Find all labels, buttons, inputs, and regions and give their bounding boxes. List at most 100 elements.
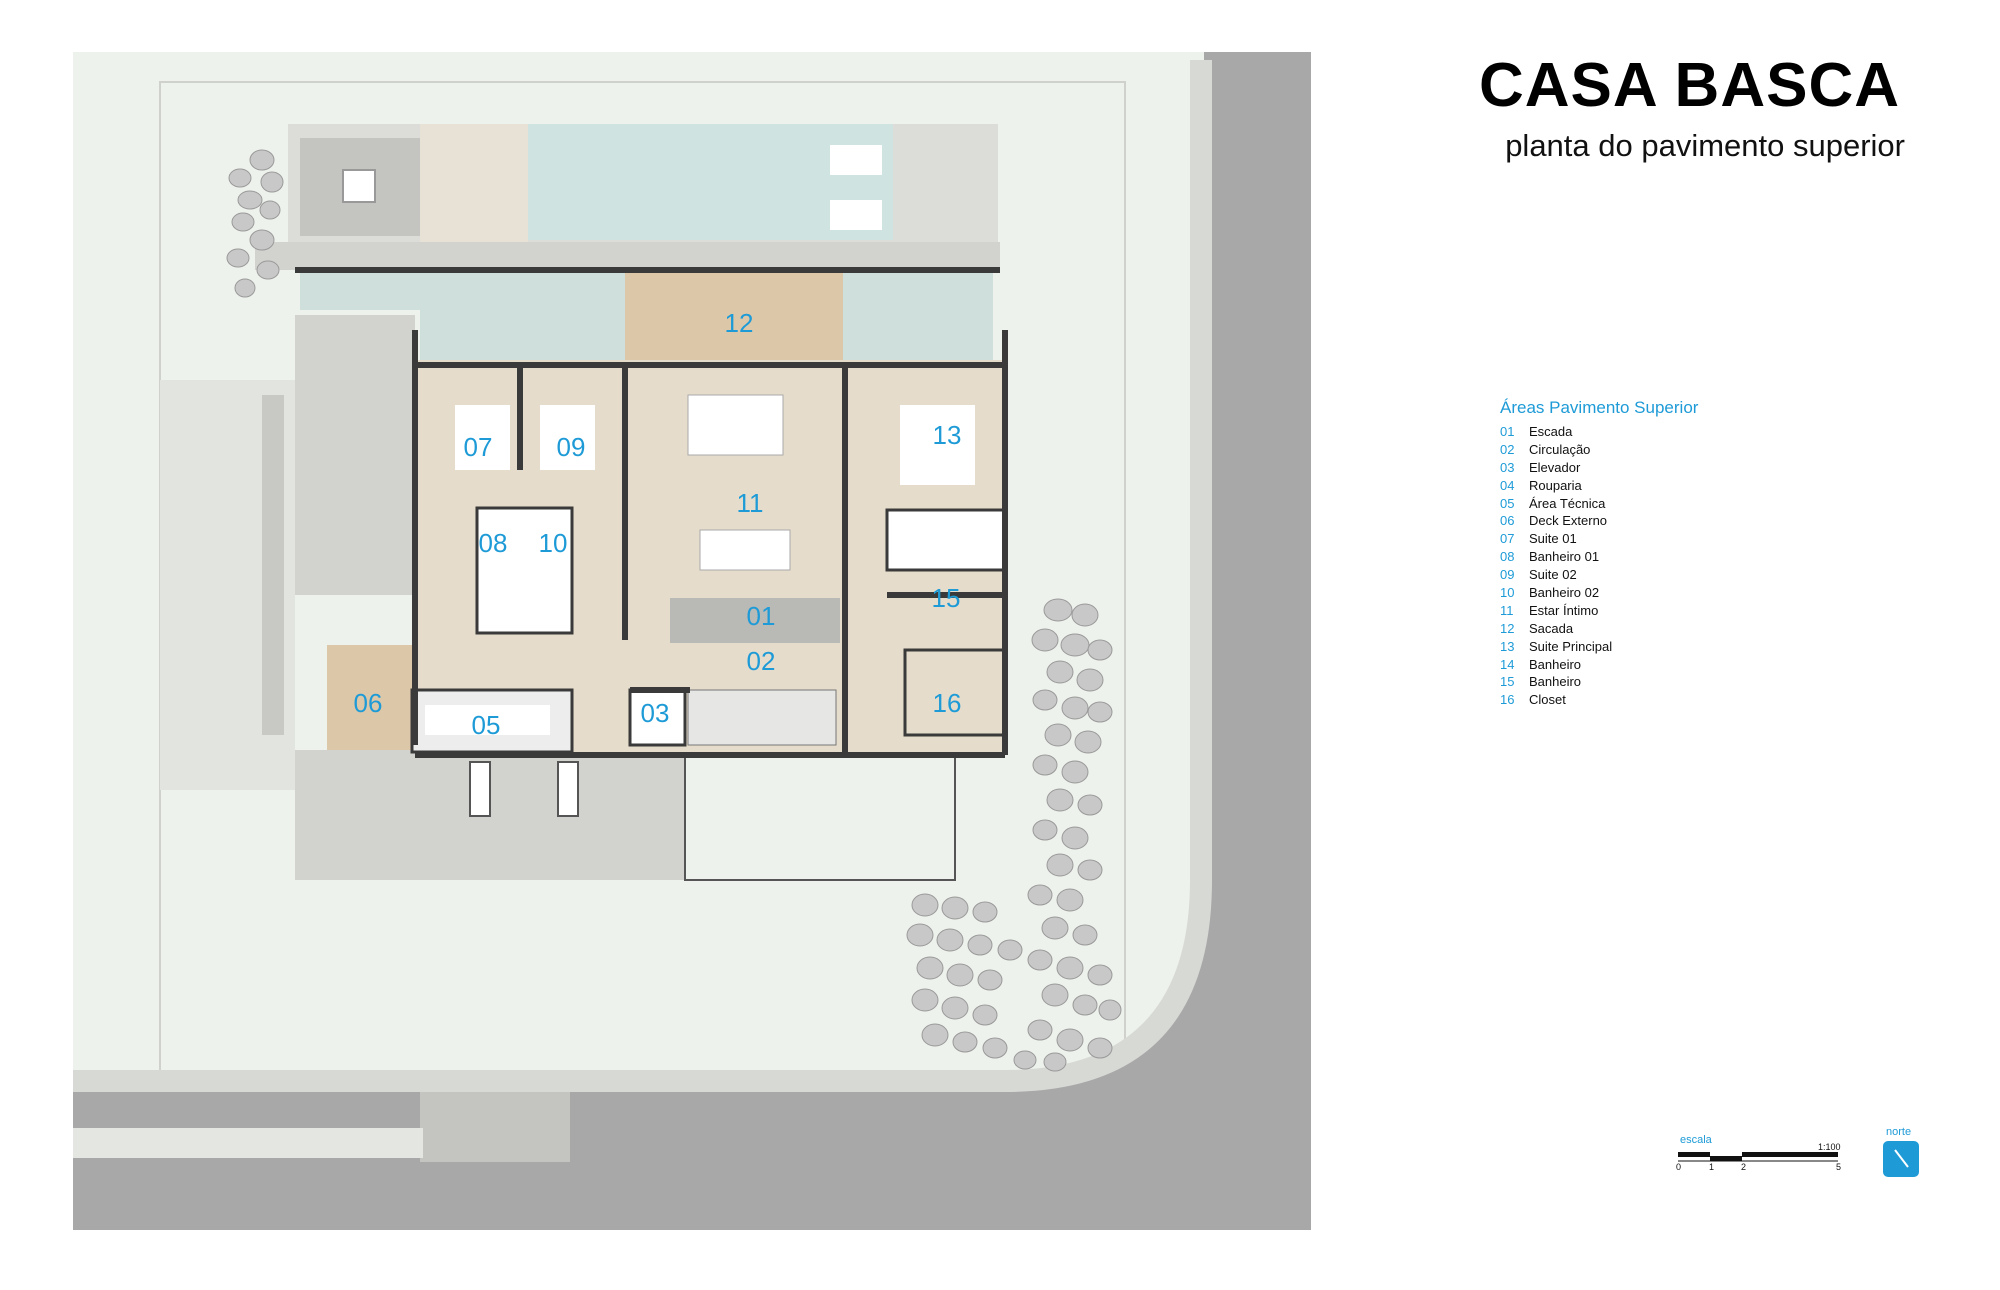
legend-item: 11 Estar Íntimo: [1500, 602, 1830, 620]
legend-item: 14 Banheiro: [1500, 656, 1830, 674]
room-label: 10: [539, 528, 568, 558]
legend-label: Banheiro 02: [1529, 585, 1600, 601]
legend-item: 13 Suite Principal: [1500, 638, 1830, 656]
legend-label: Closet: [1529, 692, 1566, 708]
legend-number: 16: [1500, 692, 1515, 708]
legend-item: 01 Escada: [1500, 423, 1830, 441]
stepping-stones: [226, 149, 1122, 1072]
legend-number: 09: [1500, 567, 1515, 583]
pool-chair: [830, 145, 882, 175]
gravel-left-upper: [295, 315, 415, 595]
legend-label: Estar Íntimo: [1529, 602, 1599, 618]
legend-number: 04: [1500, 477, 1515, 493]
dining-table: [699, 529, 791, 571]
wood-deck-top: [420, 124, 528, 242]
scale-label: escala: [1680, 1134, 1712, 1146]
room-label: 03: [641, 698, 670, 728]
roof-lower: [415, 755, 685, 880]
legend-list: 01 Escada 02 Circulação 03 Elevador 04 Roupa…: [1500, 423, 1830, 709]
legend-number: 01: [1500, 424, 1515, 439]
scale-tick: 0: [1676, 1162, 1682, 1172]
legend-label: Escada: [1529, 424, 1573, 439]
legend-item: 15 Banheiro: [1500, 673, 1830, 691]
room-label: 06: [354, 688, 383, 718]
driveway-strip: [73, 1128, 423, 1158]
scale-segment: [1710, 1156, 1742, 1161]
bed-09: [540, 405, 595, 470]
glass-balcony: [843, 270, 993, 360]
room-label: 16: [933, 688, 962, 718]
legend-number: 15: [1500, 674, 1515, 690]
legend-label: Suite 02: [1529, 567, 1577, 583]
garage-roof: [684, 754, 956, 881]
legend-number: 11: [1500, 602, 1514, 618]
skylight: [557, 761, 579, 817]
legend-label: Circulação: [1529, 441, 1591, 457]
terrace-edge: [255, 242, 1000, 270]
legend-label: Sacada: [1529, 620, 1574, 636]
glass-balcony: [420, 270, 625, 360]
skylight: [469, 761, 491, 817]
legend-number: 05: [1500, 495, 1515, 511]
scale-tick: 5: [1836, 1162, 1842, 1172]
page-title: CASA BASCA: [1478, 51, 1900, 120]
north-arrow-icon: [1883, 1141, 1919, 1177]
legend-label: Elevador: [1529, 459, 1581, 475]
page-subtitle: planta do pavimento superior: [1505, 128, 1905, 163]
gravel-left-lower: [295, 750, 415, 880]
legend-title: Áreas Pavimento Superior: [1500, 398, 1699, 417]
room-label: 15: [932, 583, 961, 613]
scale-segment: [1678, 1152, 1710, 1157]
stairwell-void: [687, 689, 837, 746]
room-label: 07: [464, 432, 493, 462]
pool-chair: [830, 200, 882, 230]
legend-number: 14: [1500, 656, 1515, 672]
floor-plan: 12 07 09 13 11 08 10 15 01 02 06 16 05 0…: [73, 52, 1311, 1230]
room-label: 08: [479, 528, 508, 558]
driveway: [420, 1092, 570, 1162]
technical-area-inner: [425, 705, 550, 735]
legend-label: Banheiro 01: [1529, 549, 1600, 565]
closet-16: [903, 648, 1007, 737]
room-label: 11: [737, 488, 764, 518]
stair-01: [670, 598, 840, 643]
legend: Áreas Pavimento Superior 01 Escada 02 Circ…: [1500, 398, 1830, 709]
bed-13: [900, 405, 975, 485]
bath-14: [885, 508, 1007, 572]
stair-strip: [262, 395, 284, 735]
legend-item: 16 Closet: [1500, 691, 1830, 709]
room-label: 09: [557, 432, 586, 462]
legend-label: Banheiro: [1529, 656, 1582, 672]
elevator-03: [628, 688, 687, 747]
legend-item: 08 Banheiro 01: [1500, 548, 1830, 566]
legend-number: 13: [1500, 638, 1515, 654]
sofa: [687, 394, 784, 456]
scale-bar: [1678, 1152, 1838, 1162]
legend-label: Banheiro: [1529, 674, 1582, 690]
legend-label: Rouparia: [1529, 477, 1582, 493]
legend-label: Suite Principal: [1529, 638, 1613, 654]
legend-number: 06: [1500, 513, 1515, 529]
bath-08-10: [475, 506, 574, 635]
bed-07: [455, 405, 510, 470]
legend-number: 08: [1500, 549, 1515, 565]
legend-item: 02 Circulação: [1500, 441, 1830, 459]
walls: [295, 267, 1008, 758]
legend-number: 03: [1500, 459, 1515, 475]
legend-item: 09 Suite 02: [1500, 566, 1830, 584]
room-label: 01: [747, 601, 776, 631]
legend-label: Suite 01: [1529, 531, 1577, 547]
scale-segment: [1742, 1152, 1838, 1157]
room-label: 05: [472, 710, 501, 740]
north-label: norte: [1886, 1126, 1912, 1138]
sacada-deck: [625, 270, 843, 365]
legend-number: 02: [1500, 441, 1515, 457]
room-label: 02: [747, 646, 776, 676]
rooftop-hatch: [342, 169, 376, 203]
legend-item: 04 Rouparia: [1500, 477, 1830, 495]
glass-balcony: [300, 270, 420, 310]
